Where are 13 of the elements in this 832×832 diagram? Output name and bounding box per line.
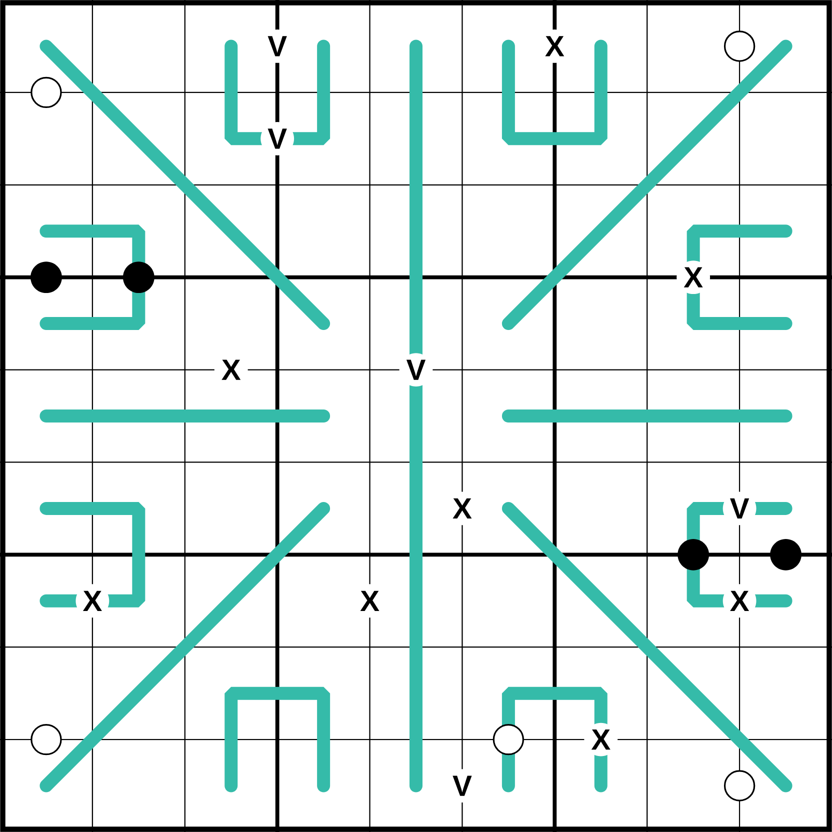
clue-letter: X	[353, 584, 386, 618]
clue-letter: V	[260, 122, 294, 156]
clue-letter: V	[399, 353, 433, 386]
clue-letter: X	[722, 584, 756, 618]
clue-letter: V	[722, 492, 756, 526]
clue-letter: V	[446, 769, 479, 802]
clue-letter: X	[446, 492, 479, 526]
clue-letter: V	[260, 30, 294, 63]
clue-letter: X	[584, 722, 618, 756]
clue-letter: X	[676, 260, 710, 294]
clue-letter: X	[76, 584, 110, 618]
clue-letter: X	[538, 30, 572, 63]
clue-letter: X	[214, 353, 248, 386]
